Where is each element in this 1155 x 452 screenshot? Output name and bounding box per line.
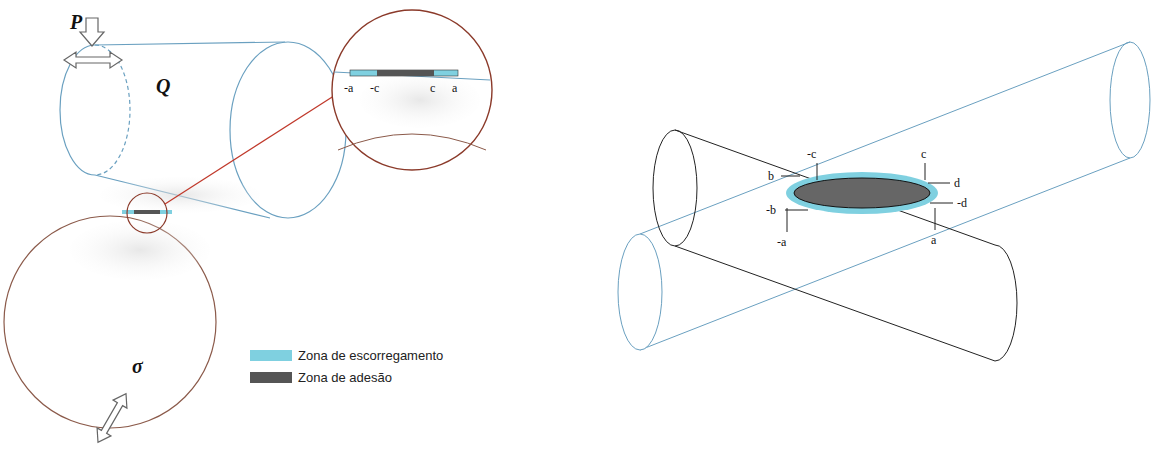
dimension-label: c <box>921 148 926 160</box>
legend-text: Zona de escorregamento <box>298 348 443 363</box>
dimension-label: -a <box>777 236 786 248</box>
dimension-label: c <box>430 82 435 94</box>
dimension-ticks <box>781 163 953 232</box>
stick-zone <box>377 70 434 76</box>
stress-label: σ <box>132 356 143 376</box>
legend-row: Zona de adesão <box>250 370 392 385</box>
load-arrow <box>80 18 104 46</box>
slip-zone <box>122 210 172 214</box>
slip-zone-ellipse <box>786 172 938 214</box>
dimension-label: a <box>931 234 936 246</box>
lower-cylinder <box>4 216 216 428</box>
stick-zone-ellipse <box>794 178 930 208</box>
dimension-label: -a <box>344 82 353 94</box>
stress-arrow <box>91 390 133 446</box>
dimension-label: -d <box>957 197 967 209</box>
dimension-label: -b <box>766 204 776 216</box>
zoom-circle <box>332 10 492 170</box>
legend-swatch <box>250 350 292 361</box>
dimension-label: d <box>954 177 960 189</box>
detail-circle <box>127 193 167 233</box>
force-label: Q <box>156 76 170 96</box>
legend-text: Zona de adesão <box>298 370 392 385</box>
dimension-label: a <box>452 82 457 94</box>
dimension-label: -c <box>370 82 379 94</box>
zoom-lower-surface <box>338 134 486 150</box>
shading <box>360 72 480 128</box>
dimension-label: -c <box>807 148 816 160</box>
force-label: P <box>70 12 82 32</box>
legend-row: Zona de escorregamento <box>250 348 443 363</box>
shading <box>70 220 210 280</box>
legend-swatch <box>250 372 292 383</box>
detail-link <box>165 92 340 204</box>
upper-cylinder-end <box>60 45 95 175</box>
stick-zone <box>134 210 160 214</box>
dimension-label: b <box>768 170 774 182</box>
tangential-arrow <box>64 52 122 68</box>
slip-zone <box>350 70 458 76</box>
crossed-cylinders <box>618 42 1150 361</box>
